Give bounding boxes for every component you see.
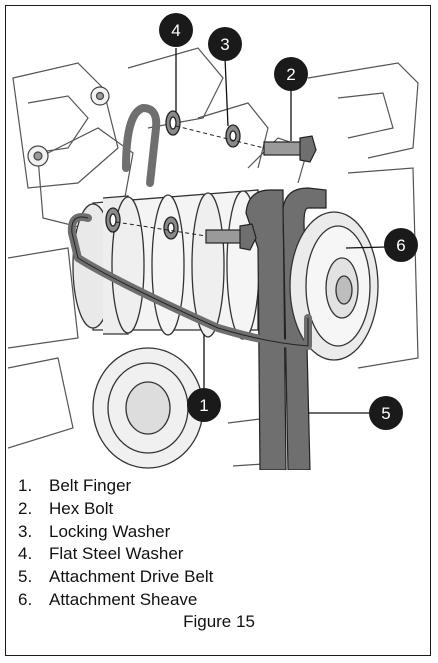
legend-number: 4.	[18, 544, 33, 564]
belt-finger	[67, 103, 312, 350]
legend-item-belt-finger: 1. Belt Finger	[18, 475, 213, 498]
flat-steel-washer-art	[105, 110, 181, 233]
legend-number: 6.	[18, 589, 33, 609]
parts-legend: 1. Belt Finger 2. Hex Bolt 3. Locking Wa…	[18, 475, 213, 612]
callout-4: 4	[159, 13, 193, 47]
hex-bolt-art	[205, 135, 317, 251]
legend-item-attachment-sheave: 6. Attachment Sheave	[18, 589, 213, 612]
legend-item-locking-washer: 3. Locking Washer	[18, 521, 213, 544]
callout-2: 2	[274, 57, 308, 91]
callout-1: 1	[187, 388, 221, 422]
legend-text: Hex Bolt	[49, 498, 114, 518]
legend-item-attachment-drive-belt: 5. Attachment Drive Belt	[18, 566, 213, 589]
svg-text:4: 4	[171, 21, 180, 40]
legend-number: 3.	[18, 521, 33, 541]
legend-text: Flat Steel Washer	[49, 544, 184, 564]
svg-text:3: 3	[220, 35, 229, 54]
legend-item-hex-bolt: 2. Hex Bolt	[18, 498, 213, 521]
callout-leaders	[175, 48, 387, 414]
svg-text:1: 1	[199, 396, 208, 415]
lower-pulley	[92, 347, 204, 469]
attachment-sheave	[289, 211, 379, 361]
callout-6: 6	[384, 228, 418, 262]
sheave-stack	[72, 189, 260, 340]
legend-number: 1.	[18, 476, 33, 495]
legend-number: 2.	[18, 498, 33, 518]
legend-item-flat-steel-washer: 4. Flat Steel Washer	[18, 543, 213, 566]
legend-text: Attachment Sheave	[49, 589, 198, 609]
sheave-assembly-illustration: 4 3 2 6 1 5	[8, 13, 419, 470]
svg-text:5: 5	[381, 404, 390, 423]
svg-text:2: 2	[286, 65, 295, 84]
legend-text: Belt Finger	[49, 476, 132, 495]
legend-number: 5.	[18, 567, 33, 587]
legend-text: Attachment Drive Belt	[49, 567, 214, 587]
locking-washer-art	[163, 124, 241, 240]
figure-caption: Figure 15	[183, 612, 255, 631]
legend-text: Locking Washer	[49, 521, 171, 541]
alignment-dashed-lines	[115, 125, 265, 237]
callout-3: 3	[208, 27, 242, 61]
callout-5: 5	[369, 396, 403, 430]
figure-frame	[5, 5, 431, 656]
svg-text:6: 6	[396, 236, 405, 255]
